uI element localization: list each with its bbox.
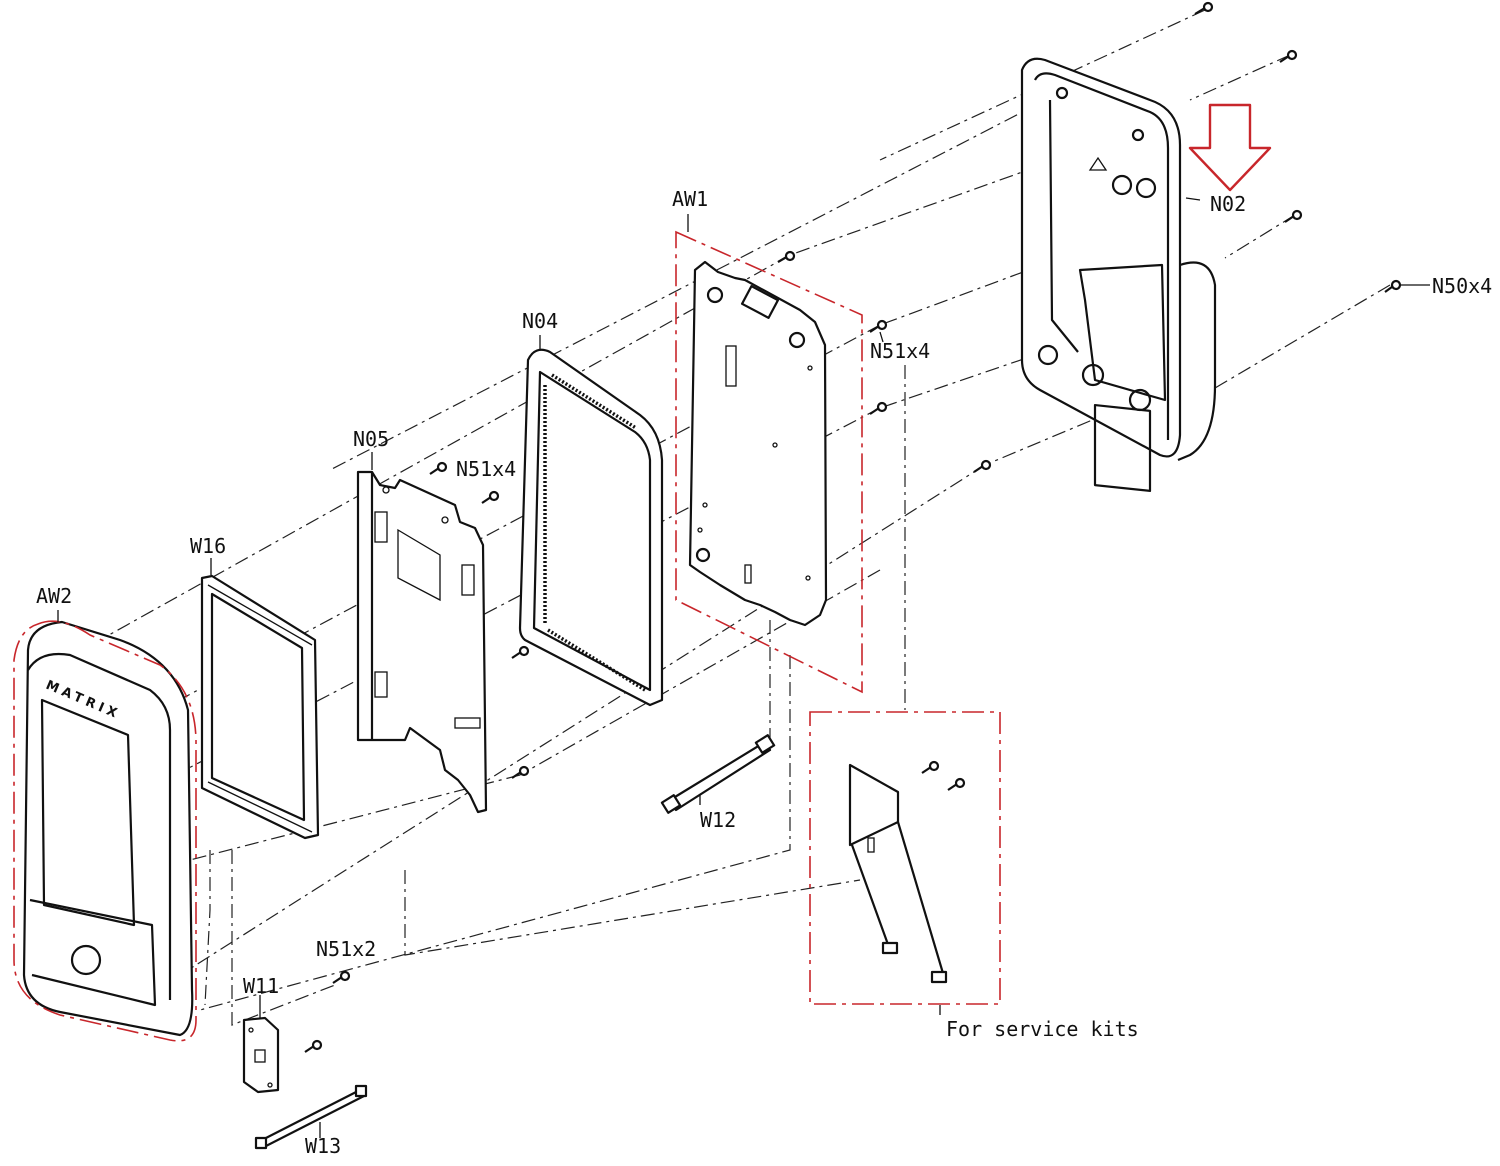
part-w11-board [242, 1016, 280, 1094]
screw-icon [429, 461, 448, 475]
part-aw1-control-board [675, 230, 863, 694]
label-w12: W12 [700, 808, 736, 832]
label-n51x4-right: N51x4 [870, 339, 930, 363]
label-n51x2: N51x2 [316, 937, 376, 961]
service-kit-box [809, 711, 1001, 1005]
part-w16-gasket [200, 574, 320, 840]
screw-icon [947, 777, 966, 791]
label-w16: W16 [190, 534, 226, 558]
screw-icon [869, 401, 888, 415]
screw-icon [304, 1039, 323, 1053]
screw-icon [869, 319, 888, 333]
label-aw2: AW2 [36, 584, 72, 608]
part-n04-frame [518, 348, 664, 707]
screw-icon [777, 250, 796, 263]
screw-icon [1279, 49, 1298, 63]
label-service-kits: For service kits [946, 1017, 1139, 1041]
screw-icon [511, 645, 530, 659]
leader-lines [57, 197, 1430, 1138]
label-n51x4-mid: N51x4 [456, 457, 516, 481]
screws [304, 1, 1402, 1053]
screw-icon [511, 765, 530, 779]
screw-icon [1194, 1, 1214, 15]
label-n02: N02 [1210, 192, 1246, 216]
screw-icon [481, 490, 500, 504]
screw-icon [332, 970, 351, 984]
label-n04: N04 [522, 309, 558, 333]
recycle-icon [1088, 156, 1108, 171]
part-n02-rear-housing [1020, 57, 1217, 492]
screw-icon [921, 760, 940, 774]
part-aw2-front-console: MATRIX [13, 620, 197, 1042]
label-aw1: AW1 [672, 187, 708, 211]
down-arrow-outline [1188, 103, 1272, 192]
part-w12-cable [660, 734, 776, 814]
screw-icon [1284, 209, 1303, 223]
part-w13-cable [254, 1084, 368, 1150]
part-n05-bracket [356, 470, 488, 814]
label-n05: N05 [353, 427, 389, 451]
part-labels: AW2 W16 N05 N51x4 N04 AW1 N51x4 N02 N50x… [36, 187, 1492, 1158]
label-w13: W13 [305, 1134, 341, 1158]
label-w11: W11 [243, 974, 279, 998]
label-n50x4: N50x4 [1432, 274, 1492, 298]
screw-icon [973, 459, 992, 473]
